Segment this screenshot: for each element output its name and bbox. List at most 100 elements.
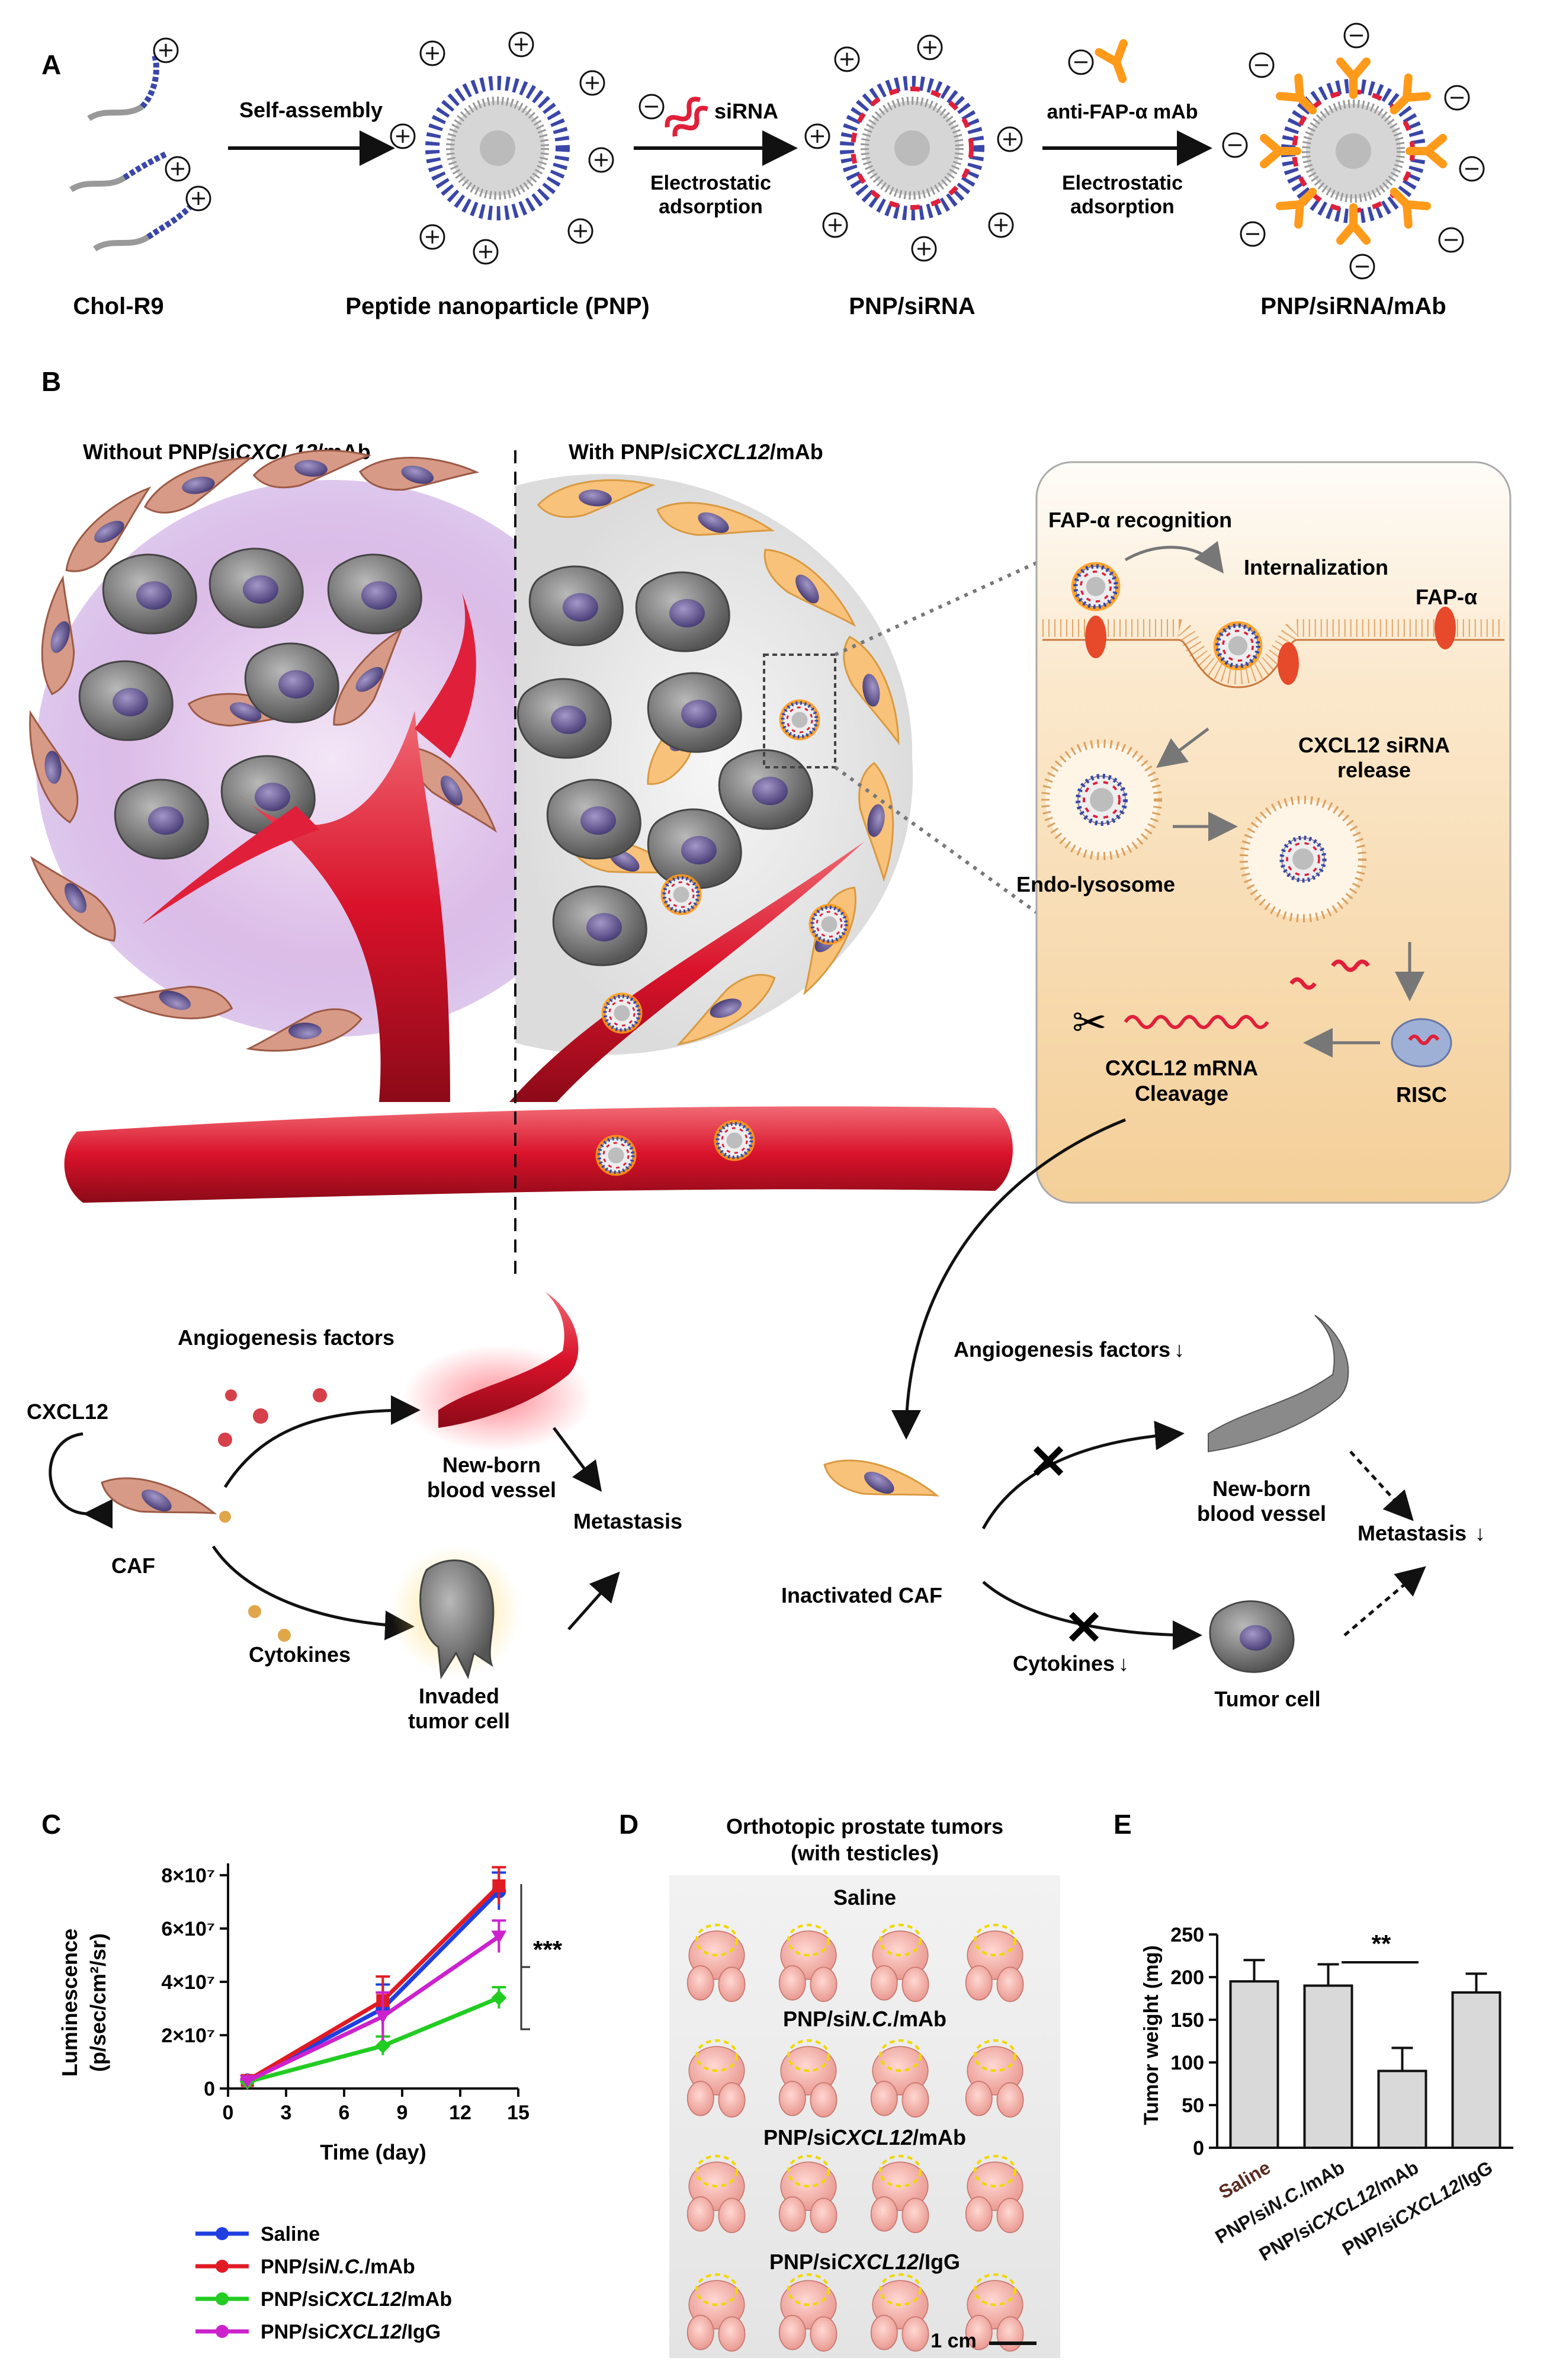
inset-cleavage-l1: CXCL12 mRNA	[1105, 1056, 1258, 1080]
left-invaded-l2: tumor cell	[408, 1709, 510, 1733]
risc-icon	[1391, 1018, 1452, 1068]
inset-internalization: Internalization	[1244, 555, 1388, 579]
c-point	[491, 1930, 507, 1944]
c-series-line	[246, 1995, 500, 2084]
left-caf: CAF	[111, 1553, 155, 1578]
c-legend-marker	[216, 2325, 229, 2338]
panel-b-letter: B	[41, 366, 61, 397]
e-bars: SalinePNP/siN.C./mAbPNP/siCXCL12/mAbPNP/…	[1211, 1959, 1501, 2265]
e-bar	[1377, 2070, 1427, 2149]
mrna-icon	[1124, 1015, 1269, 1029]
e-ytick-label: 150	[1170, 2009, 1204, 2032]
block-cross-2: ✕	[1064, 1601, 1103, 1654]
right-vessel-l1: New-born	[1212, 1476, 1311, 1501]
c-xtick-label: 9	[397, 2102, 408, 2124]
panel-d-letter: D	[619, 1809, 638, 1840]
inset-cleavage-l2: Cleavage	[1135, 1081, 1228, 1106]
c-series	[239, 1866, 507, 2090]
c-ytick-label: 8×10⁷	[161, 1865, 215, 1887]
c-legend-marker	[216, 2260, 229, 2273]
label-chol-r9: Chol-R9	[73, 293, 163, 319]
inset-release-l2: release	[1337, 758, 1411, 782]
e-ylabel: Tumor weight (mg)	[1140, 1945, 1163, 2125]
right-cytokines: Cytokines↓	[1013, 1651, 1129, 1676]
c-ylabel-2: (p/sec/cm²/sr)	[86, 1933, 110, 2072]
d-group-label: PNP/siCXCL12/IgG	[769, 2250, 960, 2274]
without-title: Without PNP/siCXCL12/mAb	[83, 440, 371, 464]
released-sirna-icon	[1331, 959, 1370, 972]
c-series-line	[246, 1884, 500, 2083]
inset-fap-recognition: FAP-α recognition	[1048, 508, 1232, 532]
label-pnp-sirna-mab: PNP/siRNA/mAb	[1260, 293, 1446, 319]
d-groups: SalinePNP/siN.C./mAbPNP/siCXCL12/mAbPNP/…	[688, 1885, 1023, 2351]
internalization-inset: FAP-α recognition Internalization FAP-α …	[1016, 461, 1512, 1204]
step2-line1: Electrostatic	[650, 172, 771, 194]
panel-a: A Self-assembly	[41, 23, 1485, 319]
d-title-l2: (with testicles)	[791, 1841, 939, 1865]
c-xtick-label: 15	[507, 2102, 530, 2124]
left-vessel-l2: blood vessel	[427, 1478, 556, 1502]
d-scale-label: 1 cm	[930, 2330, 977, 2352]
label-pnp-sirna: PNP/siRNA	[849, 293, 975, 319]
panel-c: C Luminescence (p/sec/cm²/sr) 02×10⁷4×10…	[41, 1809, 563, 2343]
step2-line2: adsorption	[659, 196, 763, 218]
inset-endo: Endo-lysosome	[1016, 872, 1175, 896]
step3-line2: adsorption	[1070, 196, 1175, 218]
blood-vessels	[64, 592, 1013, 1203]
e-bar	[1229, 1980, 1279, 2149]
left-metastasis: Metastasis	[573, 1509, 682, 1533]
new-vessel-icon	[438, 1292, 579, 1428]
c-ylabel-1: Luminescence	[57, 1929, 82, 2077]
c-point	[239, 2075, 255, 2088]
c-legend-marker	[216, 2292, 229, 2305]
chol-r9-molecules	[69, 37, 211, 252]
invaded-cell-icon	[419, 1559, 495, 1680]
right-angiogenesis: Angiogenesis factors↓	[954, 1337, 1185, 1362]
right-metastasis: Metastasis↓	[1358, 1521, 1485, 1545]
e-significance: **	[1372, 1930, 1391, 1958]
step3-line1: Electrostatic	[1062, 172, 1183, 194]
left-flow: Angiogenesis factors CXCL12 CAF Cytokine…	[27, 1292, 682, 1733]
c-ytick-label: 6×10⁷	[161, 1918, 215, 1940]
autocrine-loop	[49, 1432, 113, 1529]
e-category-label: Saline	[1215, 2157, 1274, 2203]
panel-e-letter: E	[1114, 1809, 1132, 1840]
panel-a-letter: A	[41, 49, 61, 80]
e-ytick-label: 250	[1170, 1924, 1204, 1946]
e-ytick-label: 100	[1170, 2052, 1204, 2074]
c-xtick-label: 12	[449, 2102, 471, 2124]
step2-reagent: siRNA	[714, 99, 778, 123]
step1-label: Self-assembly	[239, 98, 383, 122]
panel-d: D Orthotopic prostate tumors (with testi…	[619, 1809, 1060, 2358]
e-ytick-label: 0	[1193, 2137, 1204, 2160]
d-group-label: Saline	[833, 1885, 896, 1910]
c-point	[375, 2038, 391, 2054]
label-pnp: Peptide nanoparticle (PNP)	[345, 293, 649, 319]
d-title-l1: Orthotopic prostate tumors	[726, 1814, 1003, 1838]
with-title: With PNP/siCXCL12/mAb	[569, 440, 823, 464]
d-group-label: PNP/siN.C./mAb	[783, 2007, 946, 2031]
c-legend-label: Saline	[261, 2223, 320, 2246]
c-series-line	[246, 1889, 500, 2083]
c-xtick-label: 0	[223, 2102, 234, 2124]
panel-c-letter: C	[41, 1809, 61, 1840]
zoom-box	[763, 654, 836, 768]
pnp-sirna-mab-particle	[1222, 23, 1485, 280]
left-invaded-l1: Invaded	[419, 1684, 499, 1708]
e-ytick-label: 200	[1170, 1966, 1204, 1989]
c-point	[491, 1990, 507, 2006]
c-ytick-label: 0	[204, 2078, 215, 2100]
step3-reagent: anti-FAP-α mAb	[1047, 101, 1198, 123]
c-sig-bracket	[520, 1884, 530, 2030]
c-point	[492, 1879, 506, 1892]
right-inactivated: Inactivated CAF	[781, 1583, 942, 1607]
right-flow: Angiogenesis factors↓ Inactivated CAF ✕ …	[781, 1315, 1485, 1711]
pnp-particle	[390, 31, 614, 265]
scissors-icon: ✂	[1072, 1000, 1107, 1046]
inset-risc: RISC	[1396, 1082, 1447, 1107]
left-cxcl12: CXCL12	[27, 1399, 108, 1424]
c-legend-label: PNP/siN.C./mAb	[261, 2256, 415, 2278]
c-significance: ***	[533, 1936, 563, 1963]
